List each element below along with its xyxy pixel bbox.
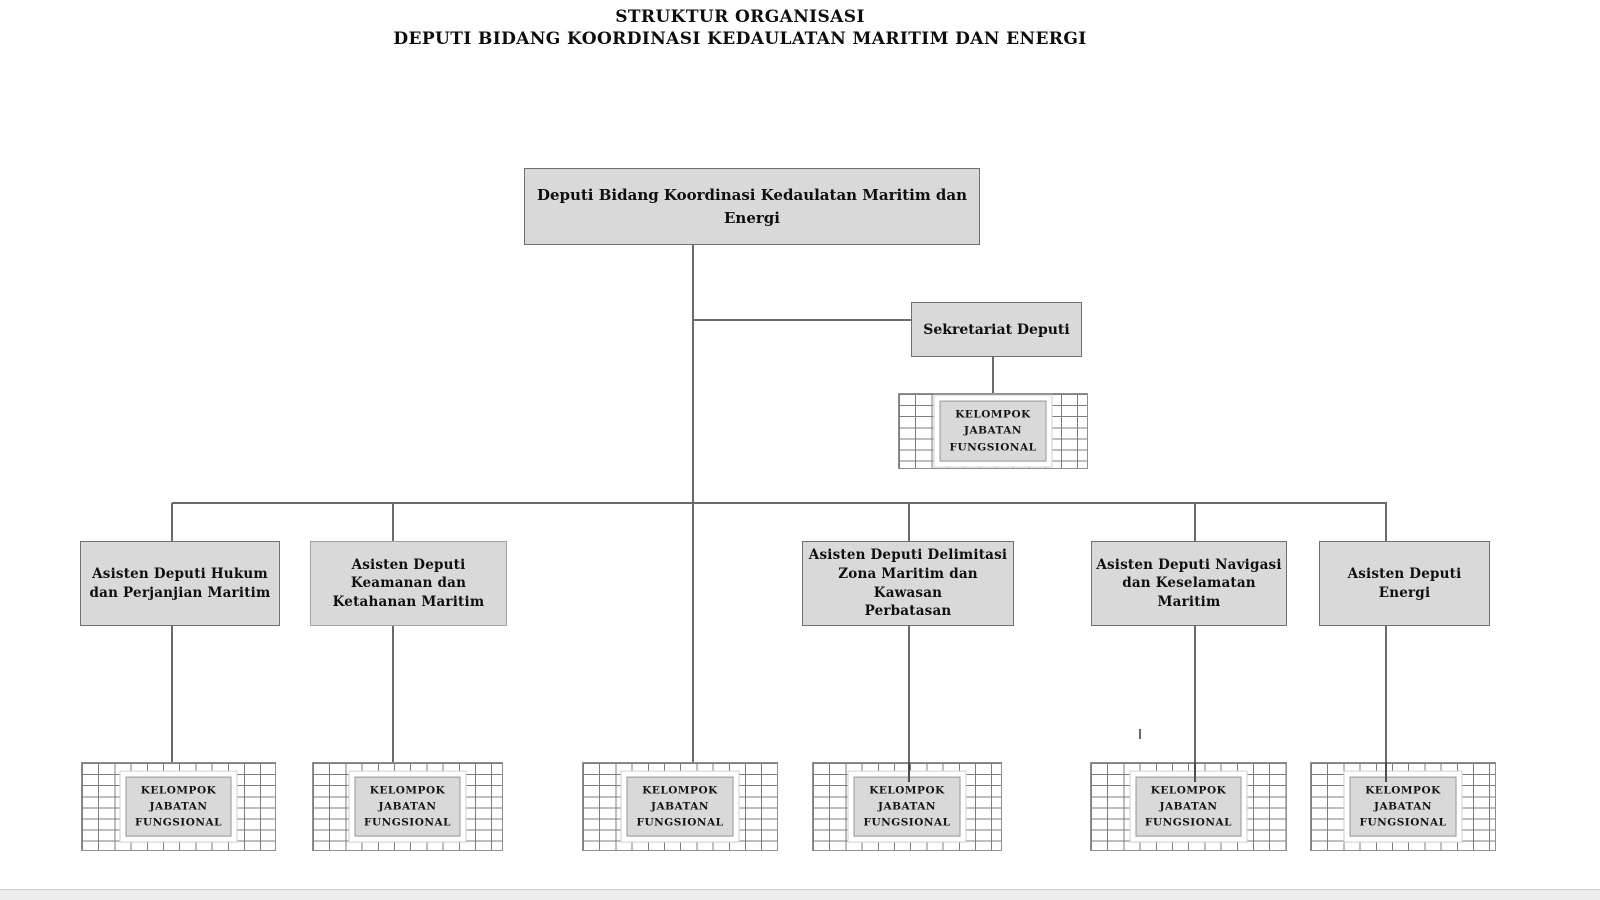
functional-group-box-6: KELOMPOK JABATAN FUNGSIONAL — [1310, 762, 1496, 851]
functional-group-box-secretariat: KELOMPOK JABATAN FUNGSIONAL — [898, 393, 1088, 469]
connector-secretariat-horizontal — [693, 319, 911, 321]
page-margin-area — [0, 890, 1600, 900]
title-line-1: STRUKTUR ORGANISASI — [615, 7, 865, 27]
diagram-title: STRUKTUR ORGANISASI DEPUTI BIDANG KOORDI… — [0, 6, 1480, 50]
functional-group-5-label: KELOMPOK JABATAN FUNGSIONAL — [1135, 776, 1242, 837]
connector-into-grid-5 — [1194, 762, 1196, 782]
connector-deputy-5-to-group — [1385, 626, 1387, 762]
deputy-box-energi: Asisten Deputi Energi — [1319, 541, 1490, 626]
deputy-box-hukum-perjanjian-maritim: Asisten Deputi Hukum dan Perjanjian Mari… — [80, 541, 280, 626]
functional-group-box-1: KELOMPOK JABATAN FUNGSIONAL — [81, 762, 276, 851]
title-line-2: DEPUTI BIDANG KOORDINASI KEDAULATAN MARI… — [393, 29, 1087, 49]
connector-drop-deputy-1 — [171, 503, 173, 541]
org-box-sekretariat-label: Sekretariat Deputi — [923, 321, 1070, 338]
org-box-sekretariat-deputi: Sekretariat Deputi — [911, 302, 1082, 357]
functional-group-6-label: KELOMPOK JABATAN FUNGSIONAL — [1349, 776, 1457, 837]
functional-group-box-4: KELOMPOK JABATAN FUNGSIONAL — [812, 762, 1002, 851]
connector-deputy-2-to-group — [392, 626, 394, 762]
deputy-box-5-label: Asisten Deputi Energi — [1347, 565, 1462, 601]
connector-drop-deputy-2 — [392, 503, 394, 541]
connector-root-vertical — [692, 245, 694, 762]
deputy-box-1-label: Asisten Deputi Hukum dan Perjanjian Mari… — [89, 565, 271, 601]
deputy-box-navigasi-keselamatan-maritim: Asisten Deputi Navigasi dan Keselamatan … — [1091, 541, 1287, 626]
functional-group-box-2: KELOMPOK JABATAN FUNGSIONAL — [312, 762, 503, 851]
connector-secretariat-down — [992, 357, 994, 393]
functional-group-3-label: KELOMPOK JABATAN FUNGSIONAL — [626, 776, 734, 837]
functional-group-4-label: KELOMPOK JABATAN FUNGSIONAL — [853, 776, 961, 837]
deputy-box-2-label: Asisten Deputi Keamanan dan Ketahanan Ma… — [332, 556, 485, 610]
connector-into-grid-6 — [1385, 762, 1387, 782]
deputy-box-3-label: Asisten Deputi Delimitasi Zona Maritim d… — [808, 547, 1008, 620]
functional-group-1-label: KELOMPOK JABATAN FUNGSIONAL — [125, 776, 232, 837]
org-box-root-deputi-label: Deputi Bidang Koordinasi Kedaulatan Mari… — [536, 186, 968, 227]
functional-group-box-3: KELOMPOK JABATAN FUNGSIONAL — [582, 762, 778, 851]
connector-deputy-3-to-group — [908, 626, 910, 762]
org-box-root-deputi: Deputi Bidang Koordinasi Kedaulatan Mari… — [524, 168, 980, 245]
deputy-box-keamanan-ketahanan-maritim: Asisten Deputi Keamanan dan Ketahanan Ma… — [310, 541, 507, 626]
connector-drop-deputy-5 — [1385, 503, 1387, 541]
deputy-box-delimitasi-zona-maritim: Asisten Deputi Delimitasi Zona Maritim d… — [802, 541, 1014, 626]
deputy-box-4-label: Asisten Deputi Navigasi dan Keselamatan … — [1096, 556, 1282, 610]
functional-group-secretariat-label: KELOMPOK JABATAN FUNGSIONAL — [939, 400, 1047, 462]
connector-drop-deputy-4 — [1194, 503, 1196, 541]
functional-group-2-label: KELOMPOK JABATAN FUNGSIONAL — [354, 776, 461, 837]
connector-main-horizontal — [172, 502, 1387, 504]
functional-group-box-5: KELOMPOK JABATAN FUNGSIONAL — [1090, 762, 1287, 851]
page-edge-line — [0, 889, 1600, 890]
stray-tick-mark — [1139, 729, 1141, 739]
connector-into-grid-4 — [908, 762, 910, 782]
connector-deputy-1-to-group — [171, 626, 173, 762]
connector-deputy-4-to-group — [1194, 626, 1196, 762]
connector-drop-deputy-3 — [908, 503, 910, 541]
